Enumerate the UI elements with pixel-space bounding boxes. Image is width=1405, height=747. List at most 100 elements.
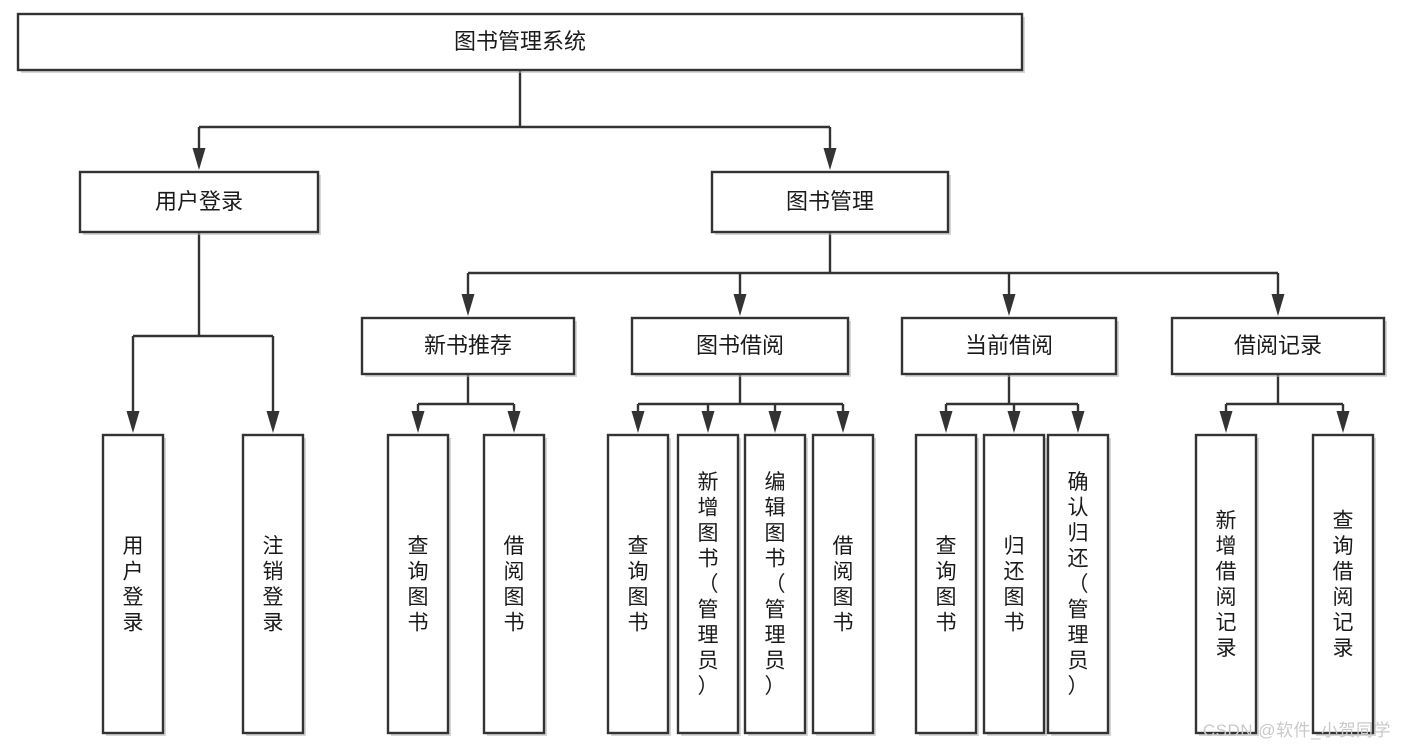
node-label-char: 图 [936,586,957,609]
node-rect[interactable] [1170,316,1386,376]
node-borrow-record[interactable]: 借阅记录 [1170,316,1387,377]
node-label-char: （ [698,573,719,596]
node-label-char: 书 [504,611,525,634]
watermark-label: CSDN @软件_小贺同学 [1202,721,1391,740]
node-rect[interactable] [360,316,576,376]
node-rect[interactable] [606,433,670,735]
node-label: 借阅记录 [1234,333,1322,358]
node-label-char: 注 [263,535,284,558]
node-label-char: 理 [765,624,786,647]
node-label-char: 书 [628,611,649,634]
node-leaf-query-record[interactable]: 查询借阅记录查询借阅记录 [1311,433,1376,736]
node-label-char: 还 [1004,560,1025,583]
arrow-head-icon [266,411,280,433]
node-label-char: 阅 [504,560,525,583]
node-label-char: 确 [1068,471,1089,494]
node-rect[interactable] [914,433,978,735]
node-label-char: 询 [408,560,429,583]
node-rect[interactable] [743,433,807,735]
node-leaf-user-login[interactable]: 用户登录用户登录 [101,433,166,736]
node-label-char: 登 [263,586,284,609]
node-label-char: （ [1068,573,1089,596]
arrow-head-icon [1271,294,1285,316]
node-leaf-borrow-book-2[interactable]: 借阅图书借阅图书 [811,433,876,736]
arrow-head-icon [1007,411,1021,433]
node-label-char: 阅 [833,560,854,583]
node-leaf-query-book-3[interactable]: 查询图书查询图书 [914,433,979,736]
node-label-char: 图 [628,586,649,609]
node-user-login[interactable]: 用户登录 [78,170,321,235]
node-label-char: 图 [765,522,786,545]
node-leaf-logout[interactable]: 注销登录注销登录 [241,433,306,736]
node-label-char: 归 [1004,535,1025,558]
node-root[interactable]: 图书管理系统 [16,12,1025,73]
node-label-char: 查 [408,535,429,558]
node-leaf-add-record[interactable]: 新增借阅记录新增借阅记录 [1194,433,1259,736]
node-rect[interactable] [16,12,1024,72]
node-rect[interactable] [386,433,450,735]
node-label-char: 管 [765,599,786,622]
arrow-head-icon [507,411,521,433]
arrow-head-icon [631,411,645,433]
node-rect[interactable] [482,433,546,735]
arrow-head-icon [126,411,140,433]
node-label-char: 新 [1216,509,1237,532]
node-leaf-query-book-2[interactable]: 查询图书查询图书 [606,433,671,736]
arrow-head-icon [1219,411,1233,433]
node-label-char: 归 [1068,522,1089,545]
node-rect[interactable] [241,433,305,735]
node-label-char: 录 [1216,637,1237,660]
node-label-char: 员 [1068,650,1089,673]
arrow-head-icon [701,411,715,433]
node-rect[interactable] [982,433,1046,735]
node-label-char: 书 [765,548,786,571]
node-rect[interactable] [676,433,740,735]
node-label-char: 图 [698,522,719,545]
node-book-manage[interactable]: 图书管理 [710,170,951,235]
node-label-char: 询 [1333,535,1354,558]
node-current-borrow[interactable]: 当前借阅 [900,316,1119,377]
node-label-char: 借 [1216,560,1237,583]
node-label-char: 借 [1333,560,1354,583]
node-label-char: 增 [1216,535,1237,558]
arrow-head-icon [1071,411,1085,433]
node-rect[interactable] [101,433,165,735]
node-leaf-borrow-book-1[interactable]: 借阅图书借阅图书 [482,433,547,736]
node-rect[interactable] [710,170,950,234]
node-label: 图书借阅 [696,333,784,358]
node-label: 图书管理系统 [454,29,586,54]
node-label-char: ） [1068,675,1089,698]
node-label-char: 增 [698,497,719,520]
node-label-char: 图 [833,586,854,609]
node-label-char: 借 [833,535,854,558]
arrow-head-icon [768,411,782,433]
node-label-char: ） [698,675,719,698]
node-new-book-rec[interactable]: 新书推荐 [360,316,577,377]
node-leaf-query-book-1[interactable]: 查询图书查询图书 [386,433,451,736]
node-label-char: （ [765,573,786,596]
arrow-head-icon [823,148,837,170]
node-label-char: 户 [123,560,144,583]
node-rect[interactable] [1311,433,1375,735]
node-rect[interactable] [1194,433,1258,735]
node-rect[interactable] [811,433,875,735]
node-label-char: 书 [833,611,854,634]
connector-layer [126,70,1350,433]
node-label-char: ） [765,675,786,698]
arrow-head-icon [192,148,206,170]
arrow-head-icon [461,294,475,316]
node-rect[interactable] [1046,433,1110,735]
node-label-char: 查 [936,535,957,558]
node-book-borrow[interactable]: 图书借阅 [630,316,851,377]
node-label-char: 录 [123,611,144,634]
node-rect[interactable] [900,316,1118,376]
node-label-char: 管 [698,599,719,622]
node-rect[interactable] [78,170,320,234]
node-leaf-return-book[interactable]: 归还图书归还图书 [982,433,1047,736]
node-rect[interactable] [630,316,850,376]
